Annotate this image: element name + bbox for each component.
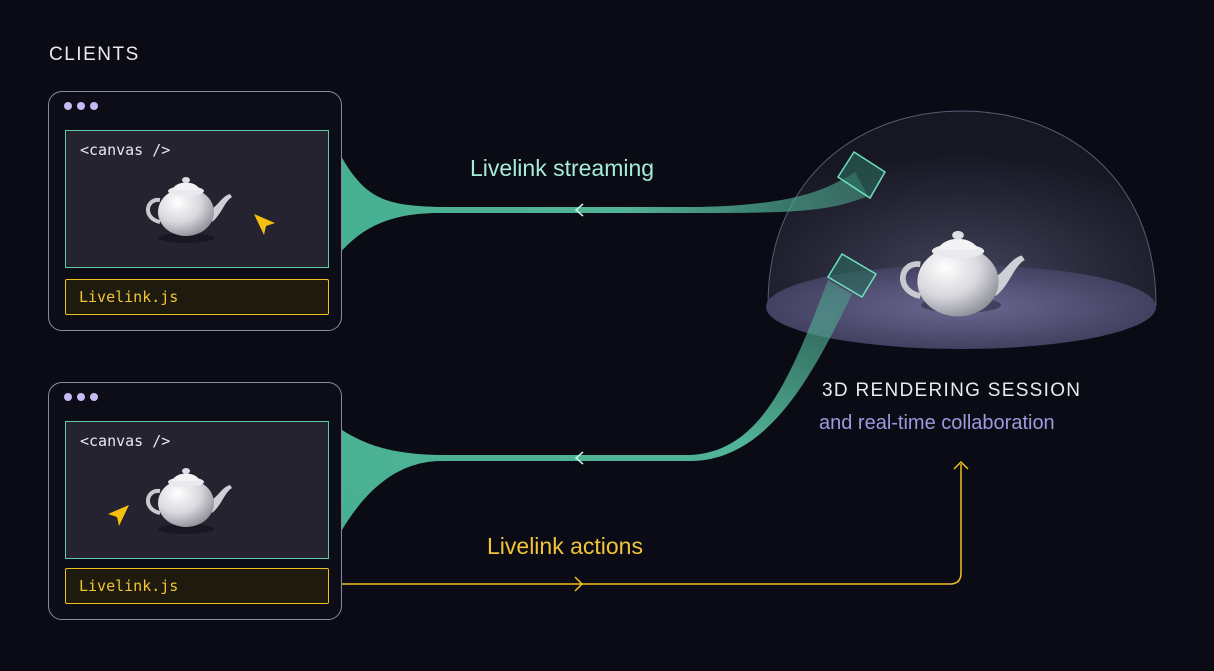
arrow-left-icon (574, 451, 584, 465)
livelink-streaming-label: Livelink streaming (470, 155, 655, 181)
livelink-js-module: Livelink.js (65, 568, 329, 604)
arrow-left-icon (574, 203, 584, 217)
window-controls (64, 393, 98, 401)
teapot-icon (146, 175, 234, 243)
window-dot (64, 102, 72, 110)
client-canvas: <canvas /> (65, 421, 329, 559)
window-dot (90, 393, 98, 401)
client-canvas: <canvas /> (65, 130, 329, 268)
arrow-up-icon (953, 460, 969, 470)
livelink-js-module: Livelink.js (65, 279, 329, 315)
window-controls (64, 102, 98, 110)
cursor-icon (108, 505, 129, 526)
window-dot (77, 102, 85, 110)
window-dot (90, 102, 98, 110)
livelink-actions-label: Livelink actions (487, 533, 643, 559)
livelink-js-label: Livelink.js (79, 577, 179, 595)
cursor-icon (254, 214, 275, 235)
client-window: <canvas /> Livelink.js (48, 91, 342, 331)
window-dot (77, 393, 85, 401)
session-subtitle: and real-time collaboration (819, 412, 1055, 434)
window-dot (64, 393, 72, 401)
camera-frustum-icon (826, 252, 878, 299)
actions-line (328, 464, 962, 585)
session-title: 3D RENDERING SESSION (822, 380, 1082, 401)
client-window: <canvas /> Livelink.js (48, 382, 342, 620)
canvas-code: <canvas /> (80, 432, 171, 450)
livelink-js-label: Livelink.js (79, 288, 179, 306)
canvas-code: <canvas /> (80, 141, 171, 159)
clients-label: CLIENTS (49, 44, 140, 65)
camera-frustum-icon (836, 150, 887, 200)
streaming-beam-bottom (328, 280, 852, 556)
arrow-right-icon (574, 576, 584, 592)
teapot-icon (146, 466, 234, 534)
